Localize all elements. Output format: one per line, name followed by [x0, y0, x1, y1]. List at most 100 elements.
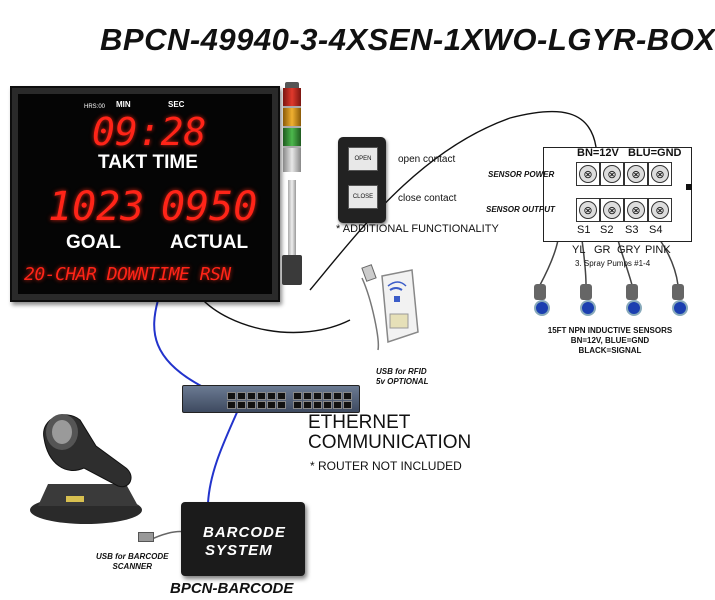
ethernet-port: [313, 392, 322, 400]
contact-switch-box: OPEN CLOSE: [338, 137, 386, 223]
terminal-cell: ⊗: [648, 162, 672, 186]
rfid-label-line2: 5v OPTIONAL: [376, 377, 429, 386]
sensor-face-icon: [626, 300, 642, 316]
stack-light-pole: [288, 180, 296, 260]
board-ethernet-cable: [153, 299, 206, 389]
terminal-cell: ⊗: [576, 162, 600, 186]
sensor-cable-3: [617, 239, 633, 286]
inductive-sensor-2: [580, 284, 592, 300]
ethernet-port: [293, 392, 302, 400]
sensor-cable-4: [659, 239, 679, 286]
sensor-terminal-box: BN=12V BLU=GND SENSOR POWER SENSOR OUTPU…: [486, 147, 692, 242]
ethernet-port: [227, 401, 236, 409]
goal-label: GOAL: [66, 232, 121, 253]
rfid-usb-cable: [361, 277, 380, 351]
sensor-description-line2: BN=12V, BLUE=GND: [570, 336, 650, 345]
channel-s4: S4: [649, 224, 663, 236]
screw-terminal-icon: ⊗: [627, 165, 645, 183]
stack-light-red: [283, 88, 301, 106]
stack-light-amber: [283, 108, 301, 126]
router-note: * ROUTER NOT INCLUDED: [310, 459, 462, 473]
actual-label: ACTUAL: [170, 232, 249, 253]
ethernet-port: [227, 392, 236, 400]
ethernet-port: [343, 392, 352, 400]
power-wire-label: BN=12V: [577, 147, 619, 159]
ethernet-port: [303, 392, 312, 400]
sensor-output-label: SENSOR OUTPUT: [486, 205, 555, 214]
sensor-cable-2: [581, 239, 587, 286]
open-button[interactable]: OPEN: [348, 147, 378, 171]
screw-terminal-icon: ⊗: [579, 201, 597, 219]
usb-plug-icon: [138, 532, 154, 542]
sec-label: SEC: [168, 100, 185, 109]
channel-s1: S1: [577, 224, 591, 236]
actual-value: 0950: [161, 184, 258, 230]
ethernet-port: [343, 401, 352, 409]
ethernet-port: [277, 392, 286, 400]
min-label: MIN: [116, 100, 131, 109]
ethernet-port: [267, 401, 276, 409]
spray-pumps-label: 3. Spray Pumps #1-4: [575, 259, 651, 268]
ethernet-port: [277, 401, 286, 409]
wire-color-gr: GR: [594, 244, 611, 256]
page-title: BPCN-49940-3-4XSEN-1XWO-LGYR-BOX: [100, 22, 715, 57]
barcode-part-number: BPCN-BARCODE: [170, 580, 294, 597]
ethernet-port: [333, 401, 342, 409]
rfid-reader: [361, 264, 419, 344]
stack-light-clear: [283, 148, 301, 172]
wire-color-yl: YL: [572, 244, 586, 256]
ethernet-port: [313, 401, 322, 409]
screw-terminal-icon: ⊗: [579, 165, 597, 183]
barcode-box-line1: BARCODE: [203, 524, 286, 541]
rfid-cable: [199, 296, 351, 334]
ethernet-port: [333, 392, 342, 400]
channel-s3: S3: [625, 224, 639, 236]
terminal-cell: ⊗: [624, 198, 648, 222]
ethernet-switch: [182, 385, 360, 413]
sensor-cable-1: [539, 239, 559, 286]
barcode-box-line2: SYSTEM: [205, 542, 273, 559]
screw-terminal-icon: ⊗: [603, 201, 621, 219]
sensor-description-line1: 15FT NPN INDUCTIVE SENSORS: [547, 326, 673, 335]
takt-time-value: 09:28: [92, 110, 207, 154]
screw-terminal-icon: ⊗: [603, 165, 621, 183]
scanner-usb-cable: [149, 530, 186, 541]
close-button[interactable]: CLOSE: [348, 185, 378, 209]
screw-terminal-icon: ⊗: [651, 165, 669, 183]
close-contact-label: close contact: [398, 193, 457, 204]
inductive-sensor-3: [626, 284, 638, 300]
sensor-face-icon: [580, 300, 596, 316]
open-contact-label: open contact: [398, 154, 456, 165]
scanner-usb-line1: USB for BARCODE: [96, 552, 169, 561]
stack-light: [283, 82, 301, 172]
inductive-sensor-1: [534, 284, 546, 300]
sensor-face-icon: [534, 300, 550, 316]
stack-light-base: [282, 255, 302, 285]
ethernet-port: [257, 392, 266, 400]
ethernet-port: [237, 401, 246, 409]
ethernet-port: [247, 392, 256, 400]
inductive-sensor-4: [672, 284, 684, 300]
channel-s2: S2: [600, 224, 614, 236]
terminal-cell: ⊗: [624, 162, 648, 186]
ethernet-line2: COMMUNICATION: [308, 432, 472, 453]
barcode-system-box: BARCODE SYSTEM: [181, 502, 305, 576]
terminal-cell: ⊗: [576, 198, 600, 222]
rfid-label: USB for RFID 5v OPTIONAL: [376, 367, 428, 387]
ethernet-port: [237, 392, 246, 400]
ethernet-port: [303, 401, 312, 409]
side-connector: [686, 184, 692, 190]
sensor-power-label: SENSOR POWER: [488, 170, 555, 179]
takt-time-label: TAKT TIME: [98, 152, 198, 173]
terminal-cell: ⊗: [600, 162, 624, 186]
barcode-ethernet-cable: [207, 409, 239, 504]
sensor-description-line3: BLACK=SIGNAL: [578, 346, 642, 355]
terminal-cell: ⊗: [600, 198, 624, 222]
goal-value: 1023: [48, 184, 145, 230]
downtime-message: 20-CHAR DOWNTIME RSN: [24, 264, 231, 285]
ethernet-port: [323, 401, 332, 409]
wire-color-gry: GRY: [617, 244, 641, 256]
sensor-face-icon: [672, 300, 688, 316]
barcode-scanner: [30, 414, 142, 524]
scanner-usb-label: USB for BARCODE SCANNER: [96, 552, 168, 572]
